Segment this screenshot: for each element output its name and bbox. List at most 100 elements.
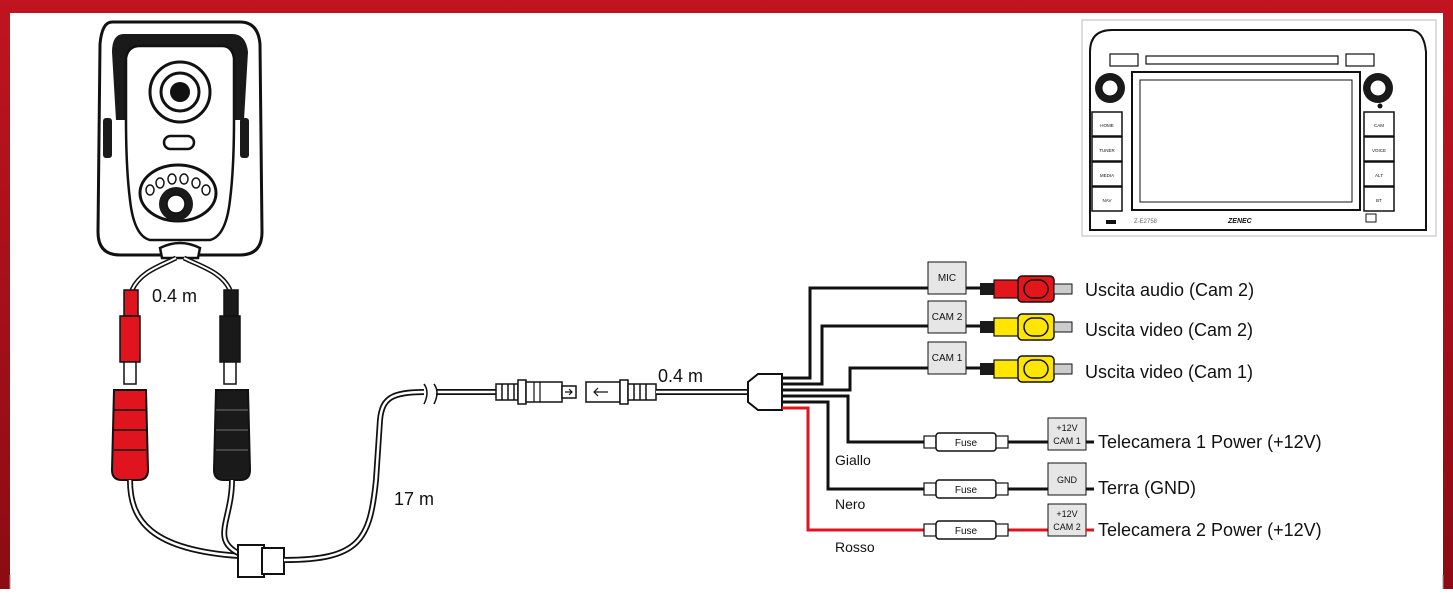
wire-color-red: Rosso [835,539,875,555]
camera-lead-wire [131,257,177,291]
head-unit-left-button [1091,111,1123,137]
rca-plug-yellow [980,313,1073,341]
ir-led [179,173,189,185]
cam2-box-label: CAM 2 [932,312,963,323]
hu-left-label: HOME [1100,123,1114,128]
fuse-holder [923,520,1009,540]
cam2-power-box [1047,503,1087,537]
video-output-cam1-label: Uscita video (Cam 1) [1085,362,1253,382]
cam1-video-wire [782,366,985,392]
hu-right-label: CAM [1374,123,1384,128]
ir-led [167,173,177,185]
main-cable-length: 17 m [394,489,434,509]
hu-right-label: ALT [1375,173,1383,178]
y-merge-wire [223,479,241,556]
camera-status-led [162,134,196,151]
head-unit-left-button [1091,186,1123,212]
cam1-power-label: Telecamera 1 Power (+12V) [1098,432,1322,452]
ir-led [145,184,155,196]
head-unit-left-button [1091,161,1123,187]
hu-left-label: TUNER [1099,148,1115,153]
y-junction-sleeve [261,547,285,575]
hu-right-label: VOICE [1372,148,1386,153]
y-junction-block [237,544,265,578]
camera-lead-wire [183,257,231,291]
cam1-power-box-bottom: CAM 1 [1053,436,1081,446]
head-unit-bottom-right-slot [1365,213,1377,223]
cam2-video-wire [782,324,985,386]
head-unit-right-button [1363,136,1395,162]
main-cable [283,390,425,562]
rca-plug-red [980,275,1073,303]
camera-lens-core [170,82,190,102]
black-socket [212,389,252,481]
gnd-box-label: GND [1057,475,1078,485]
disc-slot [1145,55,1339,65]
cam1-box-label: CAM 1 [932,353,963,364]
ir-led [155,177,165,189]
head-unit-screen-inner [1139,79,1353,203]
fuse-label: Fuse [955,526,978,537]
head-unit-right-button [1363,111,1395,137]
inline-connector-male [495,379,577,405]
y-merge-wire [128,479,241,558]
rca-plug-yellow [980,355,1073,383]
head-unit-bottom-left-slot [1106,220,1116,224]
hu-left-label: NAV [1103,198,1112,203]
hu-left-label: MEDIA [1100,173,1114,178]
ground-label: Terra (GND) [1098,478,1196,498]
top-right-button [1345,53,1375,67]
cam2-power-box-bottom: CAM 2 [1053,522,1081,532]
camera-lead-length: 0.4 m [152,286,197,306]
left-button-column: HOME TUNER MEDIA NAV [1091,111,1123,212]
head-unit-model: Z-E2758 [1134,219,1158,225]
cam1-power-box [1047,417,1087,451]
fuse-label: Fuse [955,438,978,449]
head-unit-brand: ZENEC [1227,218,1253,225]
cam1-power-box-top: +12V [1056,423,1077,433]
camera-side-grip-left [103,118,112,158]
mic-box [927,261,967,295]
head-unit: HOME TUNER MEDIA NAV CAM VOICE ALT BT Z-… [1081,19,1437,237]
camera-side-grip-right [240,118,249,158]
cam2-power-box-top: +12V [1056,509,1077,519]
black-plug [219,289,241,385]
head-unit-frame [1081,19,1437,237]
audio-output-label: Uscita audio (Cam 2) [1085,280,1254,300]
mic-wire [782,286,985,380]
camera-cable-exit [158,241,202,260]
inline-connector-female [585,379,657,405]
fuse-holder [923,432,1009,452]
wire-color-yellow: Giallo [835,452,871,468]
volume-knob-center [1101,79,1119,97]
fuse-label: Fuse [955,485,978,496]
video-output-cam2-label: Uscita video (Cam 2) [1085,320,1253,340]
eject-button [1109,53,1139,67]
cable-break-mark [423,383,428,405]
hu-right-label: BT [1376,198,1382,203]
ir-led [191,177,201,189]
head-unit-right-button [1363,161,1395,187]
red-plug [119,289,141,385]
red-socket [110,389,150,481]
camera-ir-knob-center [166,194,186,214]
camera-unit [96,20,264,260]
head-unit-indicator [1377,103,1383,109]
mic-box-label: MIC [938,273,956,284]
cam2-box [927,300,967,334]
ir-led [201,184,211,196]
cam2-power-label: Telecamera 2 Power (+12V) [1098,520,1322,540]
head-unit-right-button [1363,186,1395,212]
wire-color-black: Nero [835,496,866,512]
breakout-length: 0.4 m [658,366,703,386]
head-unit-left-button [1091,136,1123,162]
cable-break-mark [433,383,438,405]
fuse-holder [923,479,1009,499]
tune-knob-center [1369,79,1387,97]
harness-block [747,373,783,411]
gnd-box [1047,462,1087,496]
cam1-box [927,341,967,375]
right-button-column: CAM VOICE ALT BT [1363,111,1395,212]
